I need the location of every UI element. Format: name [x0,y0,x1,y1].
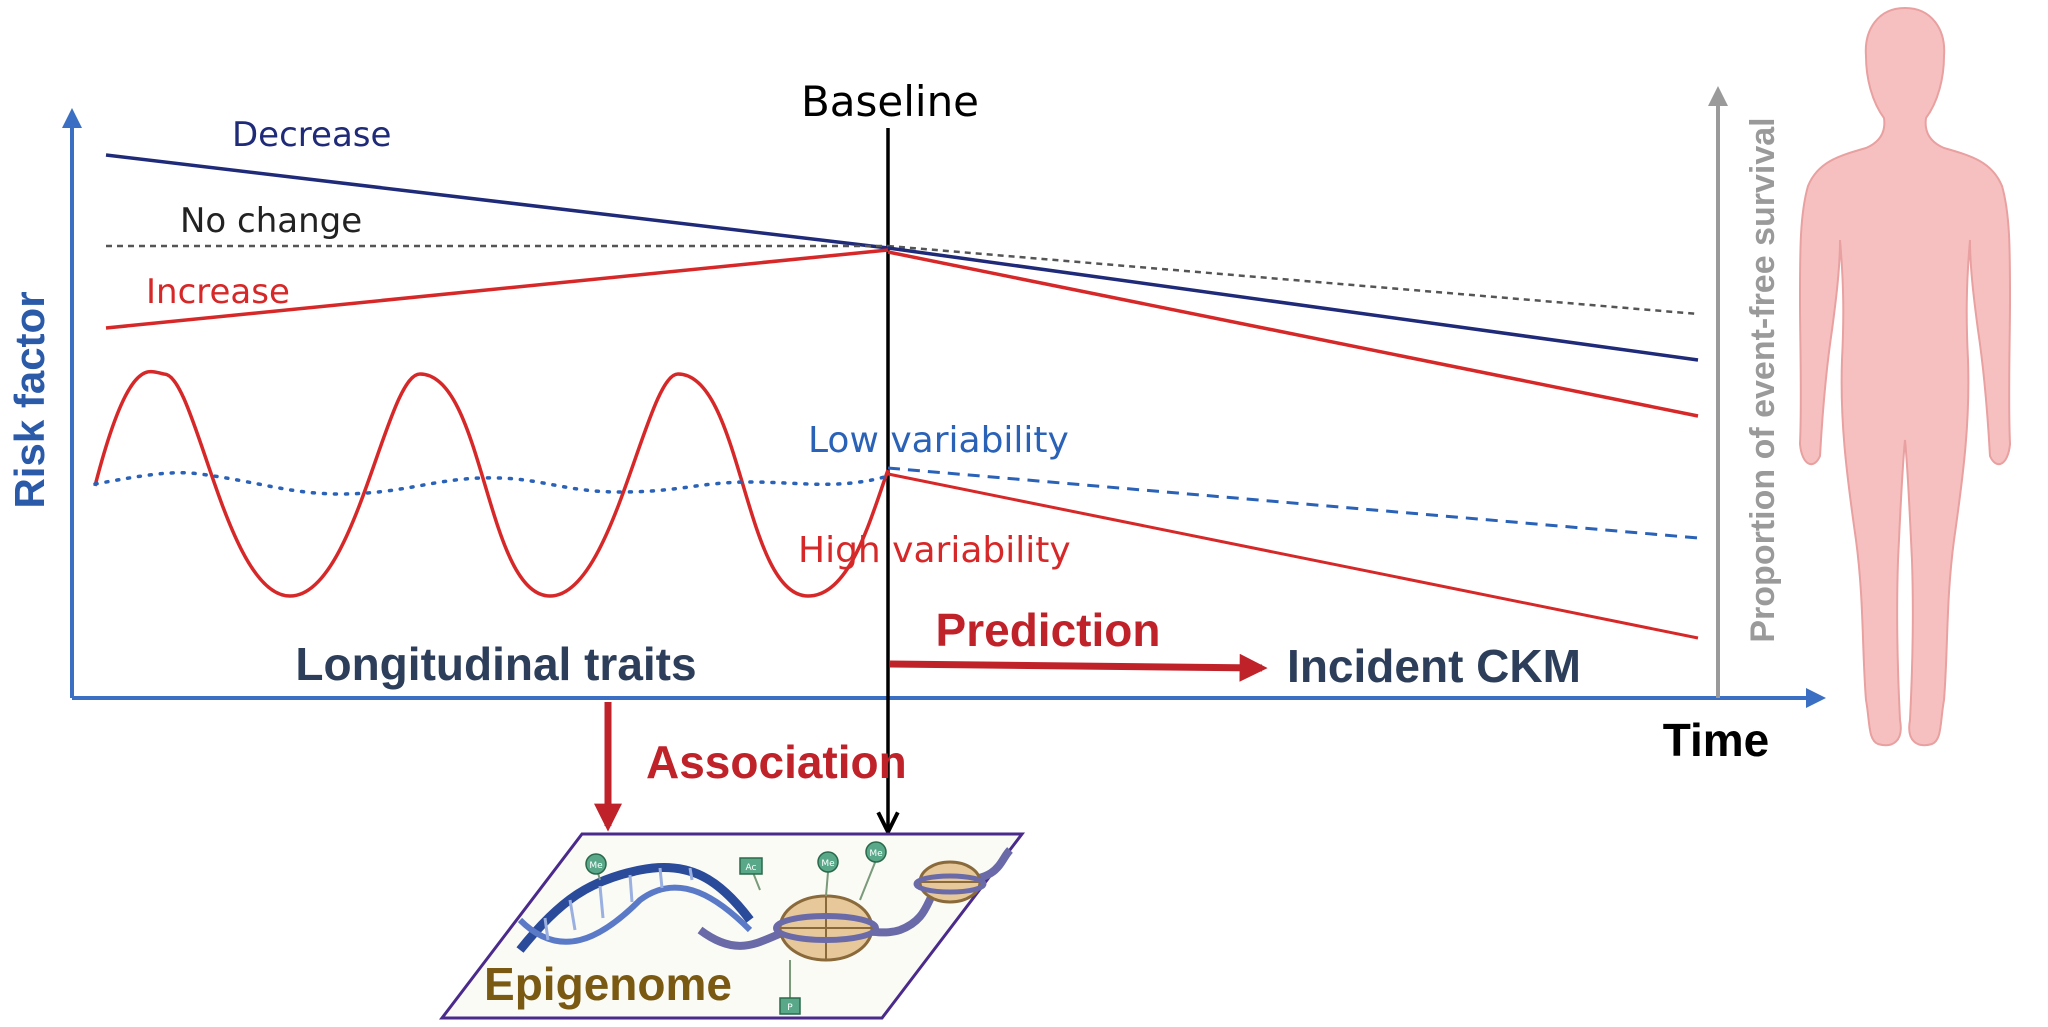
high-variability-wave [93,369,890,598]
baseline-label: Baseline [801,77,979,126]
tag-ac-text: Ac [746,863,757,873]
dna-helix-icon [516,862,754,953]
tag-me-1-text: Me [589,861,603,871]
tag-ac: Ac [739,857,763,891]
survival-decrease [887,246,1699,362]
x-axis-label: Time [1663,714,1770,766]
increase-line [105,248,889,330]
tag-me-1: Me [585,853,607,881]
tag-me-3: Me [859,841,887,901]
association-label: Association [646,736,907,788]
high-variability-label: High variability [798,530,1071,571]
tag-me-2: Me [817,851,839,897]
tag-p-text: P [787,1003,793,1013]
tag-me-3-text: Me [869,849,883,859]
human-body-icon [1798,6,2012,747]
decrease-line [105,153,889,250]
nucleosome-icon [773,894,879,962]
survival-increase [887,250,1699,418]
tag-me-2-text: Me [821,859,835,869]
y-axis-label: Risk factor [6,291,53,508]
low-variability-label: Low variability [808,420,1069,461]
survival-axis-label: Proportion of event-free survival [1744,117,1782,642]
prediction-label: Prediction [936,604,1161,656]
prediction-arrow [889,653,1268,682]
longitudinal-traits-label: Longitudinal traits [295,638,696,690]
decrease-label: Decrease [232,115,391,155]
epigenome-panel: Me Ac Me Me P Epigenome [438,832,1026,1020]
epigenome-frame [438,832,1026,1020]
no-change-label: No change [180,201,362,241]
survival-low-variability [887,466,1699,540]
low-variability-wave [93,471,890,496]
incident-ckm-label: Incident CKM [1287,640,1581,692]
nucleosome-icon-2 [913,860,987,904]
tag-p: P [779,960,801,1015]
survival-high-variability [887,472,1699,640]
epigenome-label: Epigenome [484,958,732,1010]
survival-no-change [887,244,1699,316]
increase-label: Increase [146,272,290,312]
